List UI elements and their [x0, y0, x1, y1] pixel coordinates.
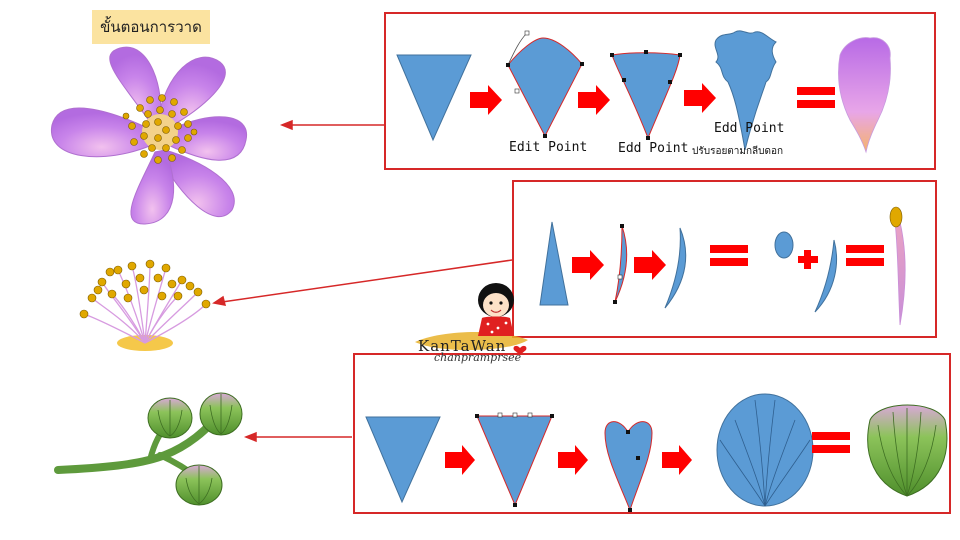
petal-jagged-shape: [714, 30, 777, 151]
stamen-result-shape: [889, 206, 906, 326]
page-title: ขั้นตอนการวาด: [92, 10, 210, 44]
bud-heart-shape: [604, 421, 653, 512]
plus-sign: [798, 250, 818, 269]
mascot-illustration: [415, 283, 528, 355]
petal-edited-shape: [506, 30, 584, 138]
petal-result-shape: [838, 37, 891, 154]
bud-branch-illustration: [54, 392, 243, 506]
anther-oval-shape: [774, 231, 794, 259]
edit-point-label-2: Edd Point: [618, 141, 689, 156]
edit-point-label-3: Edd Point: [714, 121, 785, 136]
bud-triangle-shape: [365, 416, 441, 504]
brand-name: KanTaWan: [418, 337, 507, 355]
equals-signs: [710, 87, 884, 453]
edit-point-label-1: Edit Point: [509, 140, 588, 155]
bud-result-shape: [867, 404, 948, 497]
petal-adjust-note: ปรับรอยตามกลีบดอก: [692, 146, 784, 157]
bud-steps-panel: [353, 353, 951, 514]
stamen-triangle-shape: [539, 221, 569, 306]
stamen-curve-shape: [664, 227, 687, 309]
step-arrows: [445, 83, 716, 475]
stamen-steps-panel: [512, 180, 937, 338]
brand-subtitle: chanpramprsee: [434, 351, 522, 364]
filament-curve-shape: [814, 239, 838, 313]
bud-triangle-edit-shape: [475, 412, 554, 507]
stamen-illustration: [79, 259, 211, 351]
stamen-curve-edit-shape: [613, 224, 628, 304]
bud-assembled-shape: [716, 393, 814, 507]
petal-refined-shape: [610, 50, 682, 140]
petal-triangle-shape: [396, 54, 472, 142]
petal-steps-panel: [384, 12, 936, 170]
connector-arrows: [212, 119, 513, 443]
flower-illustration: [51, 46, 247, 225]
